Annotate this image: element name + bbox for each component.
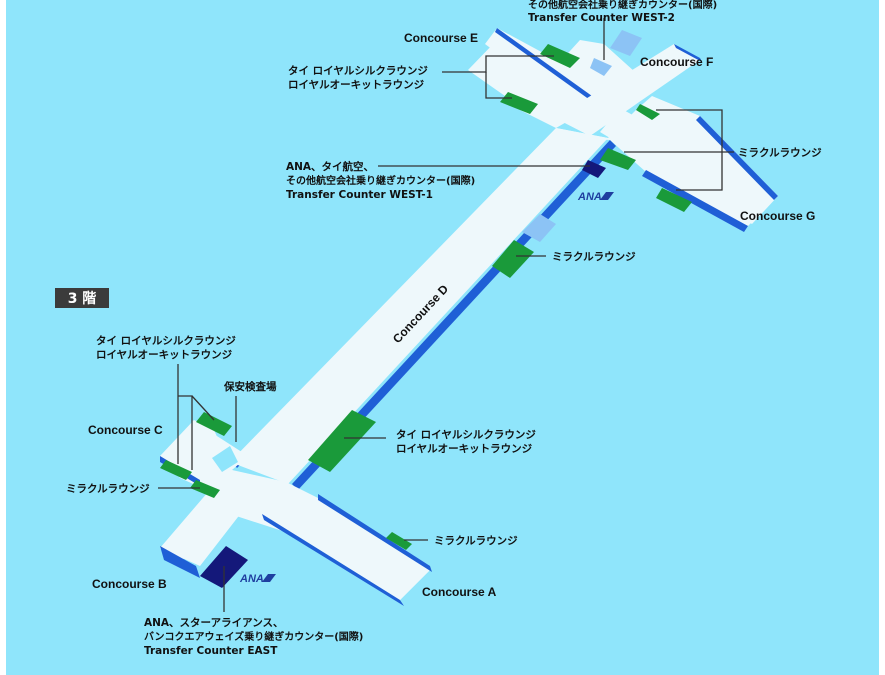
concourse-g-arm xyxy=(600,108,778,224)
concourse-e-label: Concourse E xyxy=(404,31,478,45)
counter-d-light[interactable] xyxy=(522,214,556,242)
label-miracle-c: ミラクルラウンジ xyxy=(66,483,150,495)
label-east-l2: バンコクエアウェイズ乗り継ぎカウンター(国際) xyxy=(144,630,363,643)
concourse-a-edge-north xyxy=(318,494,432,572)
ana-logo-east: ANA xyxy=(239,573,264,585)
ana-logo-stripe-east xyxy=(262,574,276,582)
counter-west2[interactable] xyxy=(590,58,612,76)
leader-thai-c-3 xyxy=(191,395,215,421)
label-west1-l1: ANA、タイ航空、 xyxy=(286,160,374,173)
concourse-a-arm xyxy=(262,484,430,600)
concourse-g-edge-north xyxy=(696,116,778,200)
leader-miracle-fg xyxy=(656,109,723,191)
counter-west1[interactable] xyxy=(582,160,606,178)
label-miracle-fg: ミラクルラウンジ xyxy=(738,147,822,159)
concourse-g-label: Concourse G xyxy=(740,209,815,223)
label-thai-d-l2: ロイヤルオーキットラウンジ xyxy=(396,443,533,455)
lounge-c-top[interactable] xyxy=(196,412,232,436)
concourse-d-floor xyxy=(230,128,608,484)
ana-logo-west1: ANA xyxy=(577,191,602,203)
concourse-a-label: Concourse A xyxy=(422,585,497,599)
concourse-b-edge xyxy=(160,546,200,578)
label-miracle-a: ミラクルラウンジ xyxy=(434,535,518,547)
lounge-fg-2[interactable] xyxy=(600,148,636,170)
floor-plan xyxy=(160,28,778,606)
concourse-c-label: Concourse C xyxy=(88,423,163,437)
lounge-c-mid[interactable] xyxy=(160,460,192,480)
concourse-g-edge xyxy=(642,170,748,232)
label-west2-l2: Transfer Counter WEST-2 xyxy=(528,12,675,24)
lounge-d-mid[interactable] xyxy=(492,240,534,278)
lounge-fg-3[interactable] xyxy=(656,188,692,212)
concourse-f-label: Concourse F xyxy=(640,55,713,69)
floor-badge: 3 階 xyxy=(55,288,109,308)
lounge-fg-1[interactable] xyxy=(636,104,660,120)
label-security: 保安検査場 xyxy=(223,380,277,393)
lounge-a[interactable] xyxy=(386,532,412,550)
ana-logo-stripe-west1 xyxy=(600,192,614,200)
label-thai-c-l1: タイ ロイヤルシルクラウンジ xyxy=(96,335,236,347)
concourse-f-edge xyxy=(674,44,702,62)
ana-logos: ANA ANA xyxy=(239,191,614,585)
concourse-b-arm xyxy=(160,470,262,566)
label-thai-c-l2: ロイヤルオーキットラウンジ xyxy=(96,349,233,361)
facility-labels: その他航空会社乗り継ぎカウンター(国際) Transfer Counter WE… xyxy=(66,0,822,657)
label-west2-l1: その他航空会社乗り継ぎカウンター(国際) xyxy=(528,0,717,11)
label-thai-d-l1: タイ ロイヤルシルクラウンジ xyxy=(396,429,536,441)
counter-west2-b[interactable] xyxy=(610,30,642,56)
label-miracle-d: ミラクルラウンジ xyxy=(552,251,636,263)
leader-thai-ef xyxy=(442,55,554,73)
label-east-l1: ANA、スターアライアンス、 xyxy=(144,617,284,629)
concourse-b-label: Concourse B xyxy=(92,577,167,591)
lounge-d-lower[interactable] xyxy=(308,410,376,472)
lounge-e-top[interactable] xyxy=(540,44,580,68)
concourse-a-edge xyxy=(262,514,404,606)
leader-lines xyxy=(158,18,734,612)
facilities xyxy=(160,30,692,588)
concourse-e-arm xyxy=(485,28,610,122)
concourse-f-arm xyxy=(555,44,700,136)
label-west1-l3: Transfer Counter WEST-1 xyxy=(286,189,433,201)
label-thai-ef-l2: ロイヤルオーキットラウンジ xyxy=(288,79,425,91)
map-background xyxy=(6,0,879,675)
label-east-l3: Transfer Counter EAST xyxy=(144,645,278,657)
concourse-e-edge xyxy=(495,28,592,100)
concourse-c-inner xyxy=(212,446,238,472)
label-west1-l2: その他航空会社乗り継ぎカウンター(国際) xyxy=(286,174,475,187)
label-thai-ef-l1: タイ ロイヤルシルクラウンジ xyxy=(288,65,428,77)
lounge-c-low[interactable] xyxy=(190,480,220,498)
leader-thai-ef-2 xyxy=(485,72,512,99)
